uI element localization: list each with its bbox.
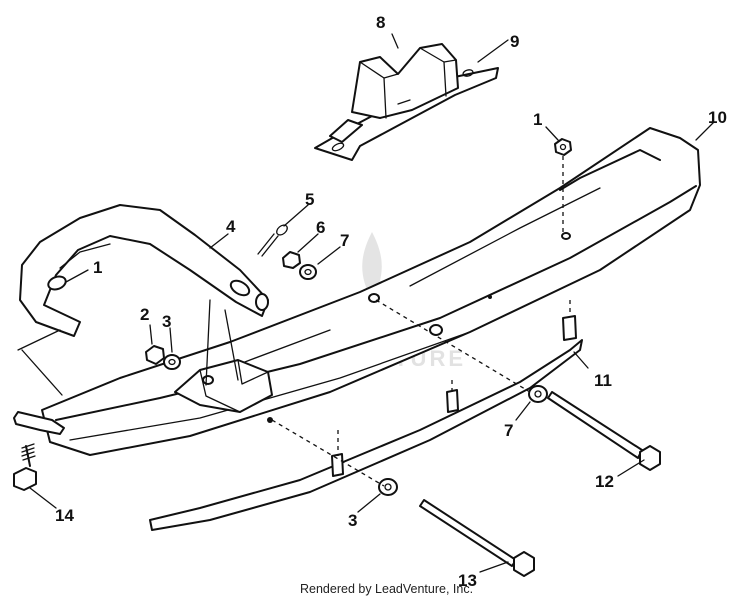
callout-6: 6 — [316, 218, 325, 237]
callout-5: 5 — [305, 190, 314, 209]
handle-part-4 — [19, 204, 269, 386]
assembly-lines — [17, 156, 571, 487]
footer-credit: Rendered by LeadVenture, Inc. — [300, 582, 473, 596]
callout-11: 11 — [594, 371, 612, 390]
callout-7: 7 — [504, 421, 513, 440]
wear-bar-part-11 — [149, 339, 583, 531]
callout-labels: 8 9 10 1 5 6 7 4 1 2 3 11 7 12 14 3 13 — [55, 13, 727, 590]
callout-1: 1 — [93, 258, 102, 277]
callout-7: 7 — [340, 231, 349, 250]
callout-13: 13 — [458, 571, 477, 590]
callout-14: 14 — [55, 506, 74, 525]
front-rod-part-14 — [13, 411, 65, 491]
callout-12: 12 — [595, 472, 614, 491]
callout-8: 8 — [376, 13, 385, 32]
callout-3: 3 — [348, 511, 357, 530]
callout-4: 4 — [226, 217, 236, 236]
block-part-8 — [351, 43, 459, 119]
ski-body-part-10 — [41, 127, 701, 456]
callout-2: 2 — [140, 305, 149, 324]
callout-9: 9 — [510, 32, 519, 51]
callout-10: 10 — [708, 108, 727, 127]
callout-3: 3 — [162, 312, 171, 331]
hardware — [145, 138, 661, 577]
leader-lines — [29, 33, 715, 573]
callout-1: 1 — [533, 110, 542, 129]
